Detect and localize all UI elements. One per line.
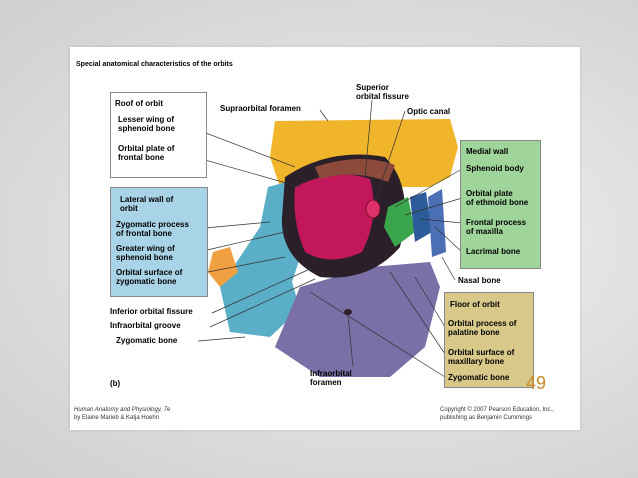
label-frontal-process-maxilla-1: Frontal process — [466, 218, 527, 227]
optic-canal-shape — [365, 199, 381, 219]
label-lesser-wing-2: sphenoid bone — [118, 124, 175, 133]
nasal-shape — [428, 189, 446, 257]
label-zygomatic-process-2: of frontal bone — [116, 229, 172, 238]
label-orbital-process-palatine-2: palatine bone — [448, 328, 500, 337]
label-infraorbital-foramen-1: Infraorbital — [310, 369, 352, 378]
label-superior-orbital-fissure-2: orbital fissure — [356, 92, 409, 101]
label-supraorbital-foramen: Supraorbital foramen — [220, 104, 301, 113]
floor-box — [444, 292, 534, 388]
label-greater-wing-1: Greater wing of — [116, 244, 175, 253]
panel-label: (b) — [110, 379, 121, 388]
label-orbital-surface-zyg-2: zygomatic bone — [116, 277, 177, 286]
label-orbital-plate-ethmoid-2: of ethmoid bone — [466, 198, 529, 207]
label-orbital-surface-maxillary-1: Orbital surface of — [448, 348, 515, 357]
lacrimal-shape — [410, 192, 432, 242]
lateral-header-2: orbit — [120, 204, 138, 213]
infraorbital-foramen-shape — [344, 309, 352, 315]
medial-header: Medial wall — [466, 147, 509, 156]
lesser-wing-shape — [315, 158, 395, 182]
roof-header: Roof of orbit — [115, 99, 163, 108]
maxilla-shape — [275, 262, 440, 377]
label-sphenoid-body: Sphenoid body — [466, 164, 524, 173]
label-superior-orbital-fissure-1: Superior — [356, 83, 389, 92]
slide: Special anatomical characteristics of th… — [70, 47, 580, 430]
orbit-illustration — [176, 99, 463, 378]
label-infraorbital-groove: Infraorbital groove — [110, 321, 181, 330]
label-zygomatic-bone-floor: Zygomatic bone — [448, 373, 510, 382]
label-lacrimal-bone: Lacrimal bone — [466, 247, 521, 256]
lateral-wall-box — [110, 187, 208, 297]
label-orbital-surface-maxillary-2: maxillary bone — [448, 357, 505, 366]
page-number: 49 — [526, 373, 547, 393]
lateral-header-1: Lateral wall of — [120, 195, 174, 204]
footer-right-1: Copyright © 2007 Pearson Education, Inc.… — [440, 407, 554, 413]
label-zygomatic-bone: Zygomatic bone — [116, 336, 178, 345]
ethmoid-shape — [384, 197, 415, 247]
figure-title: Special anatomical characteristics of th… — [76, 61, 233, 68]
label-greater-wing-2: sphenoid bone — [116, 253, 173, 262]
label-orbital-plate-frontal-1: Orbital plate of — [118, 144, 175, 153]
footer-left-2: by Elaine Marieb & Katja Hoehn — [74, 415, 160, 421]
label-lesser-wing-1: Lesser wing of — [118, 115, 175, 124]
label-infraorbital-foramen-2: foramen — [310, 378, 342, 387]
label-orbital-surface-zyg-1: Orbital surface of — [116, 268, 183, 277]
label-frontal-process-maxilla-2: of maxilla — [466, 227, 503, 236]
label-orbital-plate-frontal-2: frontal bone — [118, 153, 165, 162]
label-optic-canal: Optic canal — [407, 107, 451, 116]
floor-header: Floor of orbit — [450, 300, 500, 309]
footer-right-2: publishing as Benjamin Cummings — [440, 415, 533, 421]
zygomatic-arch-shape — [208, 247, 238, 287]
footer-left-1: Human Anatomy and Physiology, 7e — [74, 407, 171, 413]
medial-wall-box — [460, 140, 541, 269]
label-inferior-orbital-fissure: Inferior orbital fissure — [110, 307, 193, 316]
sphenoid-greater-wing-shape — [294, 174, 374, 260]
label-orbital-plate-ethmoid-1: Orbital plate — [466, 189, 513, 198]
roof-box: Roof of orbit — [110, 92, 207, 178]
label-orbital-process-palatine-1: Orbital process of — [448, 319, 517, 328]
label-zygomatic-process-1: Zygomatic process — [116, 220, 189, 229]
label-nasal-bone: Nasal bone — [458, 276, 501, 285]
